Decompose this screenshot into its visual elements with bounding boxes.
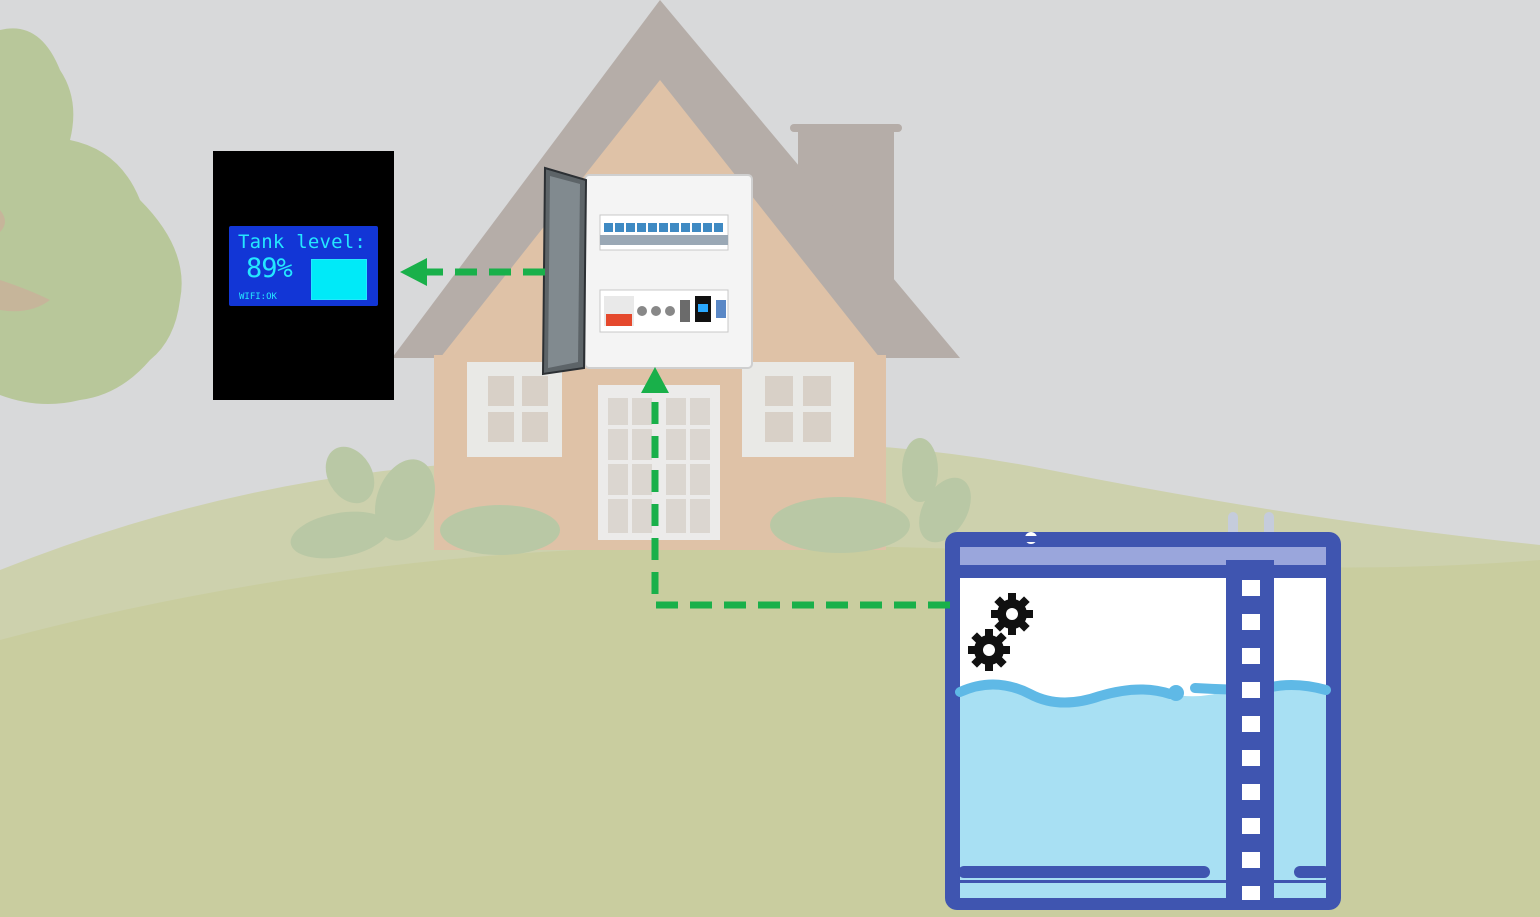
tree-icon	[0, 28, 182, 404]
bush-left	[290, 446, 560, 559]
bush-right	[770, 438, 971, 553]
gears-icon	[968, 593, 1033, 671]
house-window-right	[742, 362, 854, 457]
wifi-status: WIFI:OK	[239, 292, 277, 302]
tank-level-label: Tank level:	[238, 231, 367, 253]
oled-screen: Tank level: 89% WIFI:OK	[229, 226, 378, 306]
flow-arrow-tank-to-panel	[641, 367, 950, 609]
electrical-panel-icon	[541, 166, 753, 376]
tank-level-value: 89%	[246, 253, 293, 284]
water-tank-icon	[945, 512, 1341, 910]
house-door	[598, 385, 720, 540]
oled-display-icon: Tank level: 89% WIFI:OK	[213, 151, 394, 400]
house-window-left	[467, 362, 562, 457]
level-battery-icon	[311, 259, 367, 300]
flow-arrow-panel-to-display	[400, 258, 545, 286]
